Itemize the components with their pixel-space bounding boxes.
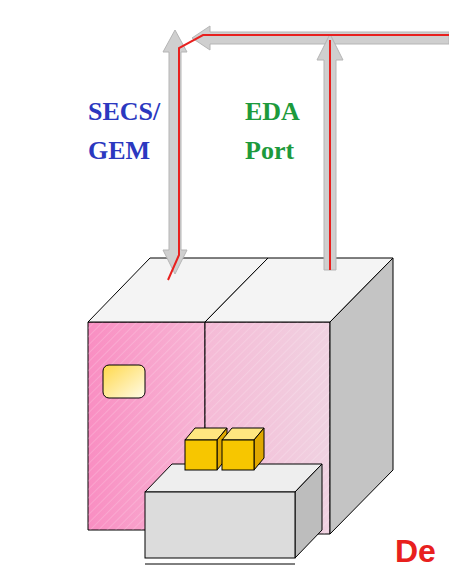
host-link-arrow — [192, 26, 449, 50]
signal-line — [168, 35, 449, 280]
signal-line — [329, 40, 331, 270]
platform-side — [295, 464, 322, 558]
carrier-front — [222, 440, 254, 470]
display-window — [103, 365, 145, 398]
interface-label: EDA Port — [245, 92, 325, 170]
platform-front — [145, 492, 295, 558]
eda-port-arrow — [317, 34, 343, 270]
carrier-front — [185, 440, 217, 470]
secs-gem-arrow — [163, 30, 187, 274]
carrier-side — [254, 428, 264, 470]
heading-fragment: De — [395, 534, 447, 569]
cabinet-side — [330, 258, 393, 534]
interface-label: SECS/ GEM — [88, 92, 168, 170]
platform-base — [145, 564, 295, 565]
